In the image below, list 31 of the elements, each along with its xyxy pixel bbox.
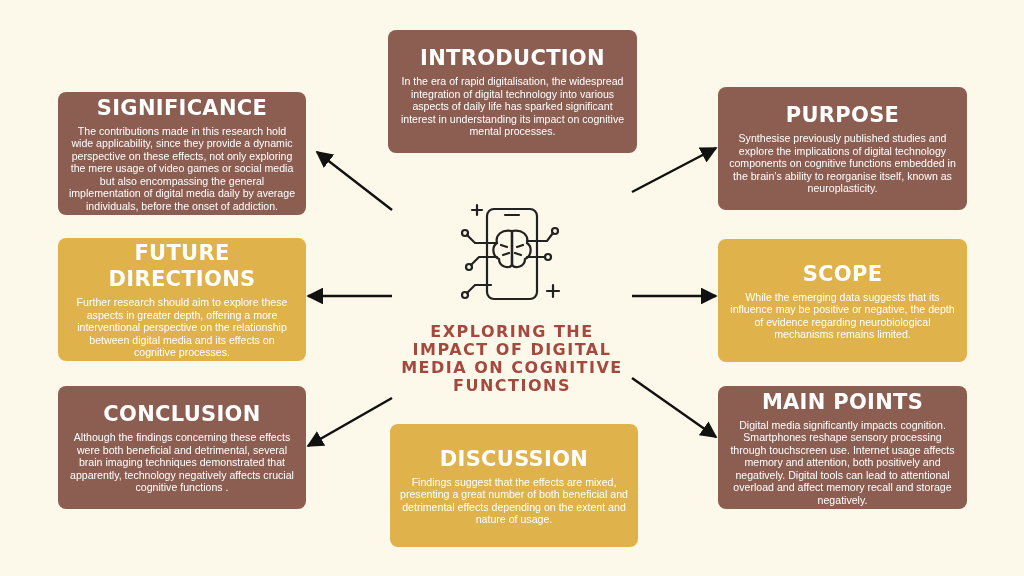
card-heading: SCOPE (801, 260, 884, 287)
card-text: The contributions made in this research hold wide applicability, since they provide a dynamic perspective on these effects, not only exploring the mere usage of video games or social media but also encompassing the general implementation of digital media daily by average individuals, before the onset of addiction. (68, 124, 296, 213)
arrow (306, 287, 392, 305)
info-card (58, 238, 306, 361)
info-card (388, 30, 637, 153)
card-text: Further research should aim to explore these aspects in greater depth, offering a more interventional perspective on the relationship between digital media and its effects on cognitive processes. (75, 296, 289, 359)
card-text: Synthesise previously published studies and explore the implications of digital technology components on cognitive functions embedded in the brain’s ability to reorganise itself, known as neuroplasticity. (728, 132, 957, 195)
arrow (631, 377, 718, 438)
arrow (306, 396, 393, 448)
card-text: Findings suggest that the effects are mixed, presenting a great number of both beneficial and detrimental effects depending on the extent and nature of usage. (400, 475, 628, 526)
info-card (58, 92, 306, 215)
info-card (718, 239, 967, 362)
card-heading: INTRODUCTION (419, 45, 606, 72)
card-text: Digital media significantly impacts cognition. Smartphones reshape sensory processing through touchscreen use. Internet usage affects memory and attention, both positively and negatively. Digital tools can lead to attentional overload and affect memory recall and storage negatively. (729, 418, 956, 507)
arrow (632, 287, 718, 305)
card-heading: SIGNIFICANCE (95, 94, 269, 121)
info-card (390, 424, 638, 547)
topic-title: EXPLORING THE IMPACT OF DIGITAL MEDIA ON COGNITIVE FUNCTIONS (400, 323, 624, 395)
card-text: Although the findings concerning these effects were both beneficial and detrimental, several brain imaging techniques demonstrated that apparently, technology negatively affects crucial cognitive functions . (69, 431, 295, 494)
info-card (718, 87, 967, 210)
card-heading: FUTURE DIRECTIONS (107, 240, 257, 293)
card-text: While the emerging data suggests that its influence may be positive or negative, the depth of evidence regarding neurobiological mechanisms remains limited. (729, 290, 956, 341)
card-heading: DISCUSSION (438, 445, 590, 472)
info-card (718, 386, 967, 509)
card-heading: CONCLUSION (102, 401, 262, 428)
arrow (631, 146, 718, 194)
card-heading: PURPOSE (784, 102, 901, 129)
info-card (58, 386, 306, 509)
card-text: In the era of rapid digitalisation, the widespread integration of digital technology into various aspects of daily life has sparked significant interest in understanding its impact on cognitive mental processes. (399, 75, 626, 138)
arrow (315, 150, 393, 211)
card-heading: MAIN POINTS (760, 388, 925, 415)
